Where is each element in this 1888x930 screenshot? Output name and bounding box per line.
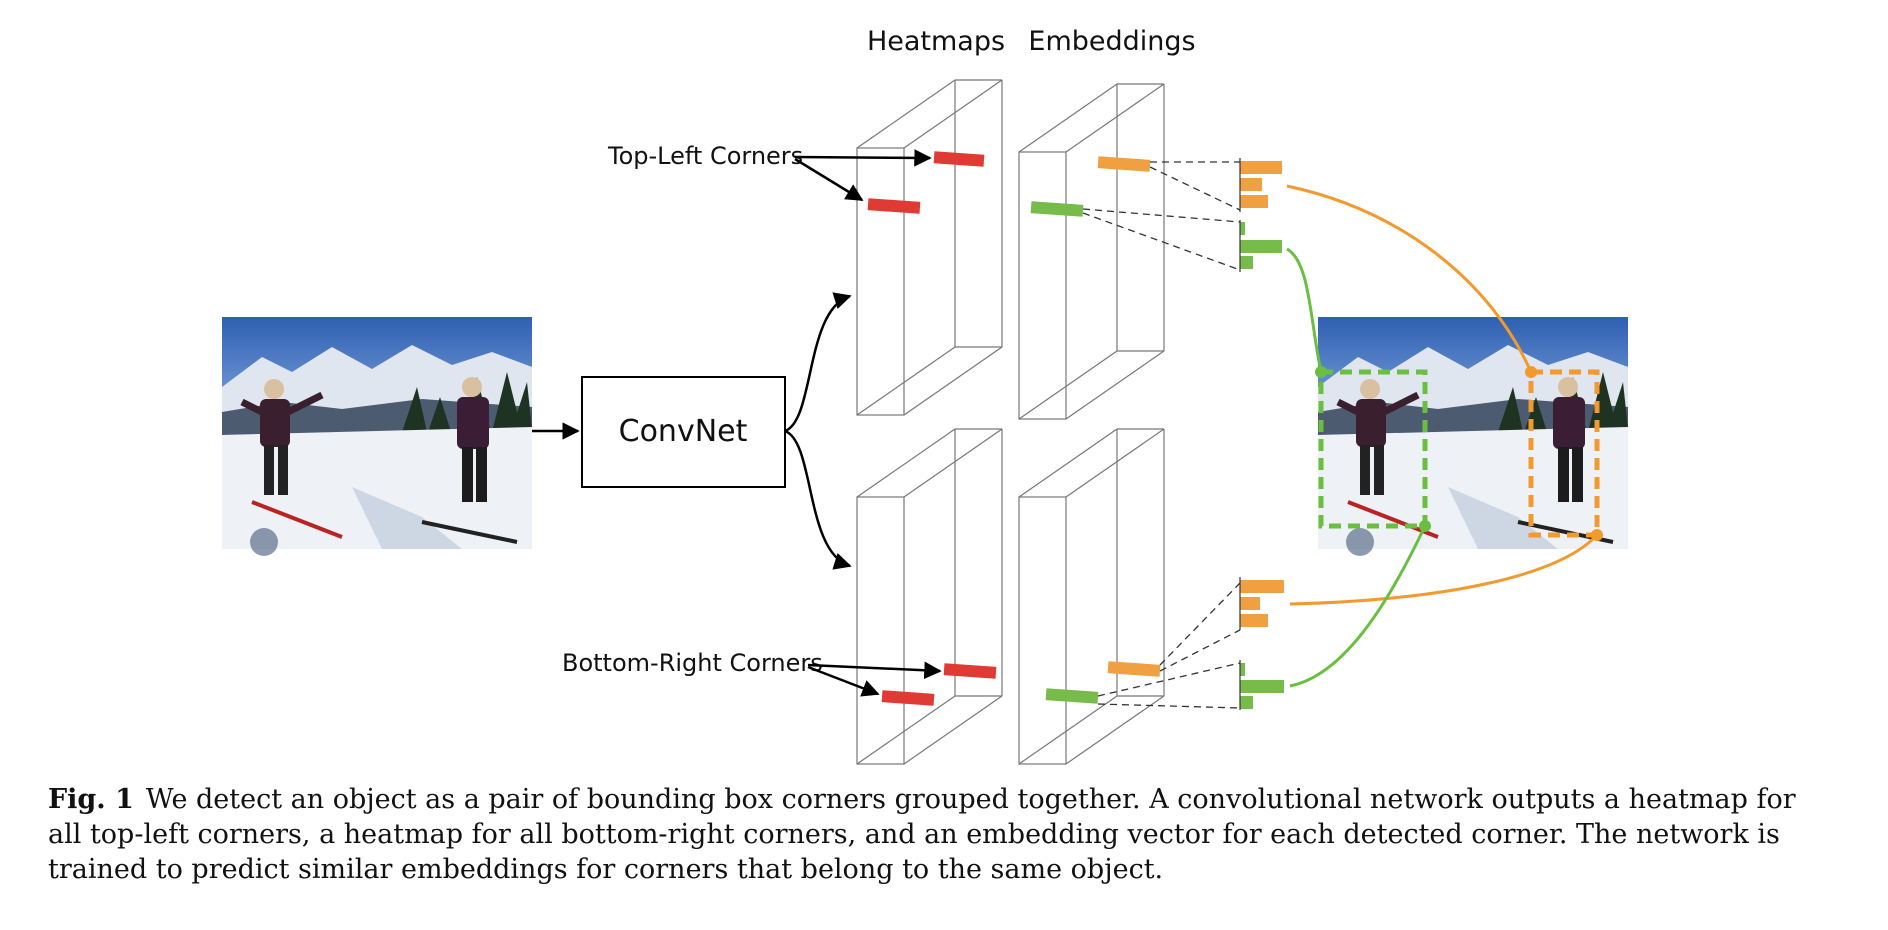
green-group-curve-top bbox=[1286, 247, 1323, 373]
projection-lines bbox=[1082, 161, 1241, 709]
orange-group-curve-top bbox=[1286, 184, 1533, 373]
embedding-bars-bottom-orange bbox=[1239, 577, 1284, 630]
heatmaps-header: Heatmaps bbox=[867, 26, 1005, 57]
heatmap-volume-top bbox=[856, 79, 1003, 416]
top-left-arrow bbox=[794, 149, 932, 167]
input-photo bbox=[222, 317, 532, 556]
embedding-marker-green bbox=[1045, 688, 1099, 704]
embedding-bars-bottom-green bbox=[1239, 660, 1284, 710]
heatmap-volume-bottom bbox=[856, 428, 1003, 765]
heatmap-marker bbox=[881, 690, 935, 706]
bottom-right-arrow bbox=[807, 665, 880, 697]
top-left-corners-label: Top-Left Corners bbox=[607, 142, 803, 170]
green-bounding-box bbox=[1318, 369, 1428, 529]
bottom-right-corners-label: Bottom-Right Corners bbox=[562, 649, 823, 677]
heatmap-marker bbox=[933, 151, 985, 167]
branch-arrow-bottom bbox=[784, 429, 852, 570]
embedding-volume-bottom bbox=[1018, 428, 1165, 765]
branch-arrow-top bbox=[784, 292, 852, 433]
cornernet-diagram: Heatmaps Embeddings ConvNet bbox=[0, 26, 1888, 765]
embedding-bars-top-green bbox=[1239, 220, 1282, 272]
embedding-volume-top bbox=[1018, 83, 1165, 420]
heatmap-marker bbox=[943, 663, 997, 679]
caption-label: Fig. 1 bbox=[48, 784, 134, 815]
bottom-right-arrow bbox=[807, 661, 942, 680]
top-left-arrow bbox=[794, 157, 864, 202]
green-group-curve-bottom bbox=[1289, 525, 1427, 688]
convnet-label: ConvNet bbox=[619, 414, 748, 449]
caption-text: We detect an object as a pair of boundin… bbox=[48, 784, 1796, 885]
embeddings-header: Embeddings bbox=[1028, 26, 1195, 57]
embedding-bars-top-orange bbox=[1239, 158, 1282, 212]
embedding-marker-orange bbox=[1097, 156, 1151, 172]
embedding-marker-orange bbox=[1107, 661, 1161, 677]
embedding-marker-green bbox=[1030, 201, 1084, 217]
output-photo bbox=[1315, 317, 1628, 556]
orange-group-curve-bottom bbox=[1289, 533, 1599, 606]
heatmap-marker bbox=[867, 198, 921, 214]
